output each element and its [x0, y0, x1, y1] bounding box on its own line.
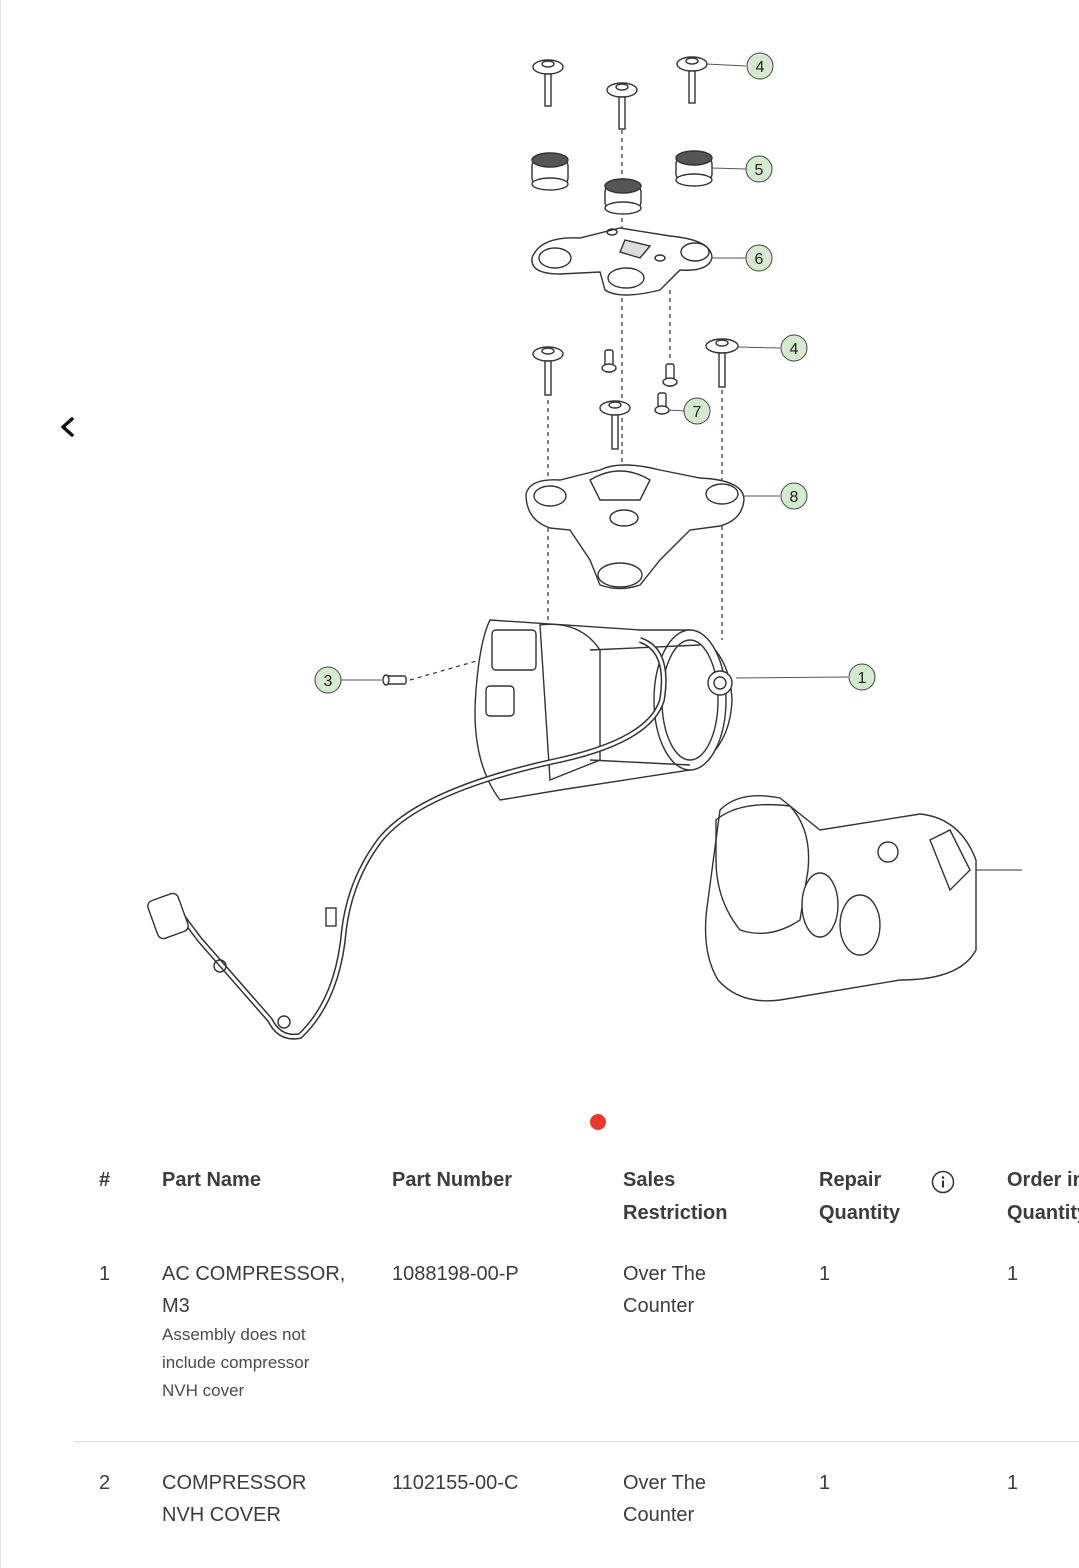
callout-4-top[interactable]: 4 [746, 52, 774, 80]
page-left-border [0, 0, 1, 1568]
sales-restriction-line1: Over The [623, 1263, 706, 1285]
compressor-nvh-cover [704, 795, 1022, 1002]
callout-6[interactable]: 6 [745, 244, 773, 272]
repair-quantity: 1 [819, 1263, 831, 1285]
sales-restriction-line2: Counter [623, 1504, 695, 1526]
bolt-mid-center [599, 400, 631, 450]
row-number: 1 [99, 1263, 111, 1285]
svg-text:8: 8 [790, 489, 799, 506]
callout-1[interactable]: 1 [848, 663, 876, 691]
row-divider [74, 1441, 1079, 1442]
callout-7[interactable]: 7 [683, 397, 711, 425]
svg-text:1: 1 [858, 670, 867, 687]
part-name-line2: M3 [162, 1295, 190, 1317]
header-part-number: Part Number [392, 1169, 513, 1191]
header-sales-line2: Restriction [623, 1202, 728, 1224]
svg-text:3: 3 [324, 673, 333, 690]
sales-restriction-line1: Over The [623, 1472, 706, 1494]
chevron-left-icon [61, 417, 74, 437]
part-note-line2: include compressor [162, 1353, 310, 1372]
part-number: 1088198-00-P [392, 1263, 519, 1285]
svg-text:6: 6 [755, 251, 764, 268]
isolator-center [604, 178, 642, 215]
parts-diagram: 4 5 6 4 7 8 3 1 [147, 52, 1022, 1040]
callout-4-mid[interactable]: 4 [780, 334, 808, 362]
part-note-line3: NVH cover [162, 1381, 245, 1400]
callout-leaders [341, 63, 849, 681]
header-number: # [99, 1169, 111, 1191]
part-name-line1: AC COMPRESSOR, [162, 1263, 346, 1285]
svg-text:4: 4 [790, 341, 799, 358]
bolt-top-center [606, 82, 638, 130]
screw-small-2 [662, 363, 678, 387]
info-icon[interactable] [931, 1170, 955, 1194]
svg-text:7: 7 [693, 404, 702, 421]
assembly-guide-lines [409, 130, 723, 681]
callout-8[interactable]: 8 [780, 482, 808, 510]
part-name-line1: COMPRESSOR [162, 1472, 307, 1494]
screw-small-3 [654, 392, 670, 415]
bolt-mid-left [532, 346, 564, 396]
callout-3[interactable]: 3 [314, 666, 342, 694]
callout-group: 4 5 6 4 7 8 3 1 [314, 52, 876, 694]
order-quantity: 1 [1007, 1472, 1019, 1494]
sales-restriction-line2: Counter [623, 1295, 695, 1317]
isolator-left [531, 152, 569, 191]
bolt-top-right [676, 56, 708, 104]
part-number: 1102155-00-C [392, 1472, 519, 1494]
header-sales-line1: Sales [623, 1169, 676, 1191]
lower-bracket [525, 464, 745, 590]
callout-5[interactable]: 5 [745, 155, 773, 183]
repair-quantity: 1 [819, 1472, 831, 1494]
svg-text:4: 4 [756, 59, 765, 76]
part-note-line1: Assembly does not [162, 1325, 306, 1344]
bolt-small-3 [382, 674, 407, 686]
wiring-harness [147, 637, 667, 1040]
ac-compressor [474, 619, 733, 801]
svg-text:5: 5 [755, 162, 764, 179]
header-order-line1: Order in [1007, 1169, 1079, 1191]
bolt-top-left [532, 59, 564, 107]
header-order-line2: Quantity [1007, 1202, 1079, 1224]
isolator-right [675, 150, 713, 187]
header-repair-line2: Quantity [819, 1202, 901, 1224]
header-repair-line1: Repair [819, 1169, 882, 1191]
previous-image-button[interactable] [52, 410, 84, 444]
bolt-mid-right [705, 338, 739, 388]
header-part-name: Part Name [162, 1169, 261, 1191]
carousel-dot-active[interactable] [590, 1114, 606, 1130]
screw-small-1 [601, 349, 617, 373]
order-quantity: 1 [1007, 1263, 1019, 1285]
part-name-line2: NVH COVER [162, 1504, 281, 1526]
upper-bracket [531, 227, 713, 296]
parts-table: # Part Name Part Number Sales Restrictio… [0, 1150, 1079, 1568]
row-number: 2 [99, 1472, 111, 1494]
